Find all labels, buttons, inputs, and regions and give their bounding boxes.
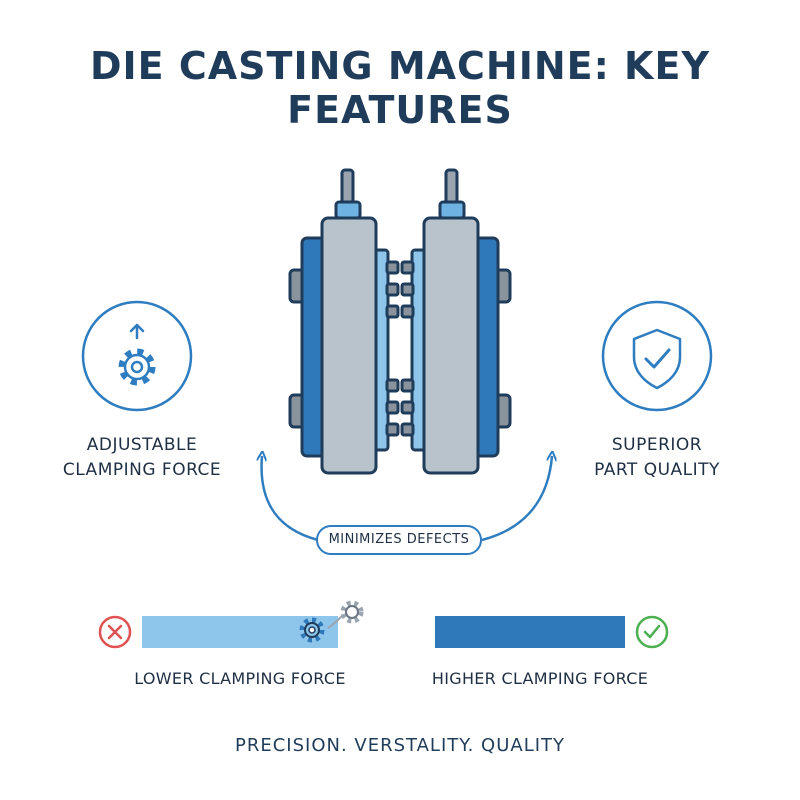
shield-check-icon xyxy=(601,300,713,412)
footer-tagline: PRECISION. VERSTALITY. QUALITY xyxy=(234,735,566,756)
higher-force-caption: HIGHER CLAMPING FORCE xyxy=(431,669,649,688)
check-circle-icon xyxy=(635,615,669,649)
feature-right-line2: PART QUALITY xyxy=(594,460,720,480)
feature-label-adjustable: ADJUSTABLE CLAMPING FORCE xyxy=(62,433,222,483)
higher-force-bar xyxy=(435,616,625,648)
page-title: DIE CASTING MACHINE: KEY FEATURES xyxy=(90,44,710,132)
curved-arrow-left xyxy=(262,456,319,542)
curved-arrow-right xyxy=(481,456,552,542)
slipping-gears-icon xyxy=(299,600,364,643)
feature-left-line1: ADJUSTABLE xyxy=(86,435,198,455)
machine-right-half xyxy=(400,168,512,475)
lower-force-caption: LOWER CLAMPING FORCE xyxy=(134,669,346,688)
machine-left-half xyxy=(288,168,400,475)
feature-left-line2: CLAMPING FORCE xyxy=(62,460,222,480)
minimizes-defects-badge: MINIMIZES DEFECTS xyxy=(316,525,482,555)
x-circle-icon xyxy=(98,615,132,649)
feature-label-quality: SUPERIOR PART QUALITY xyxy=(577,433,737,483)
feature-right-line1: SUPERIOR xyxy=(611,435,703,455)
adjustable-gear-icon xyxy=(81,300,193,412)
